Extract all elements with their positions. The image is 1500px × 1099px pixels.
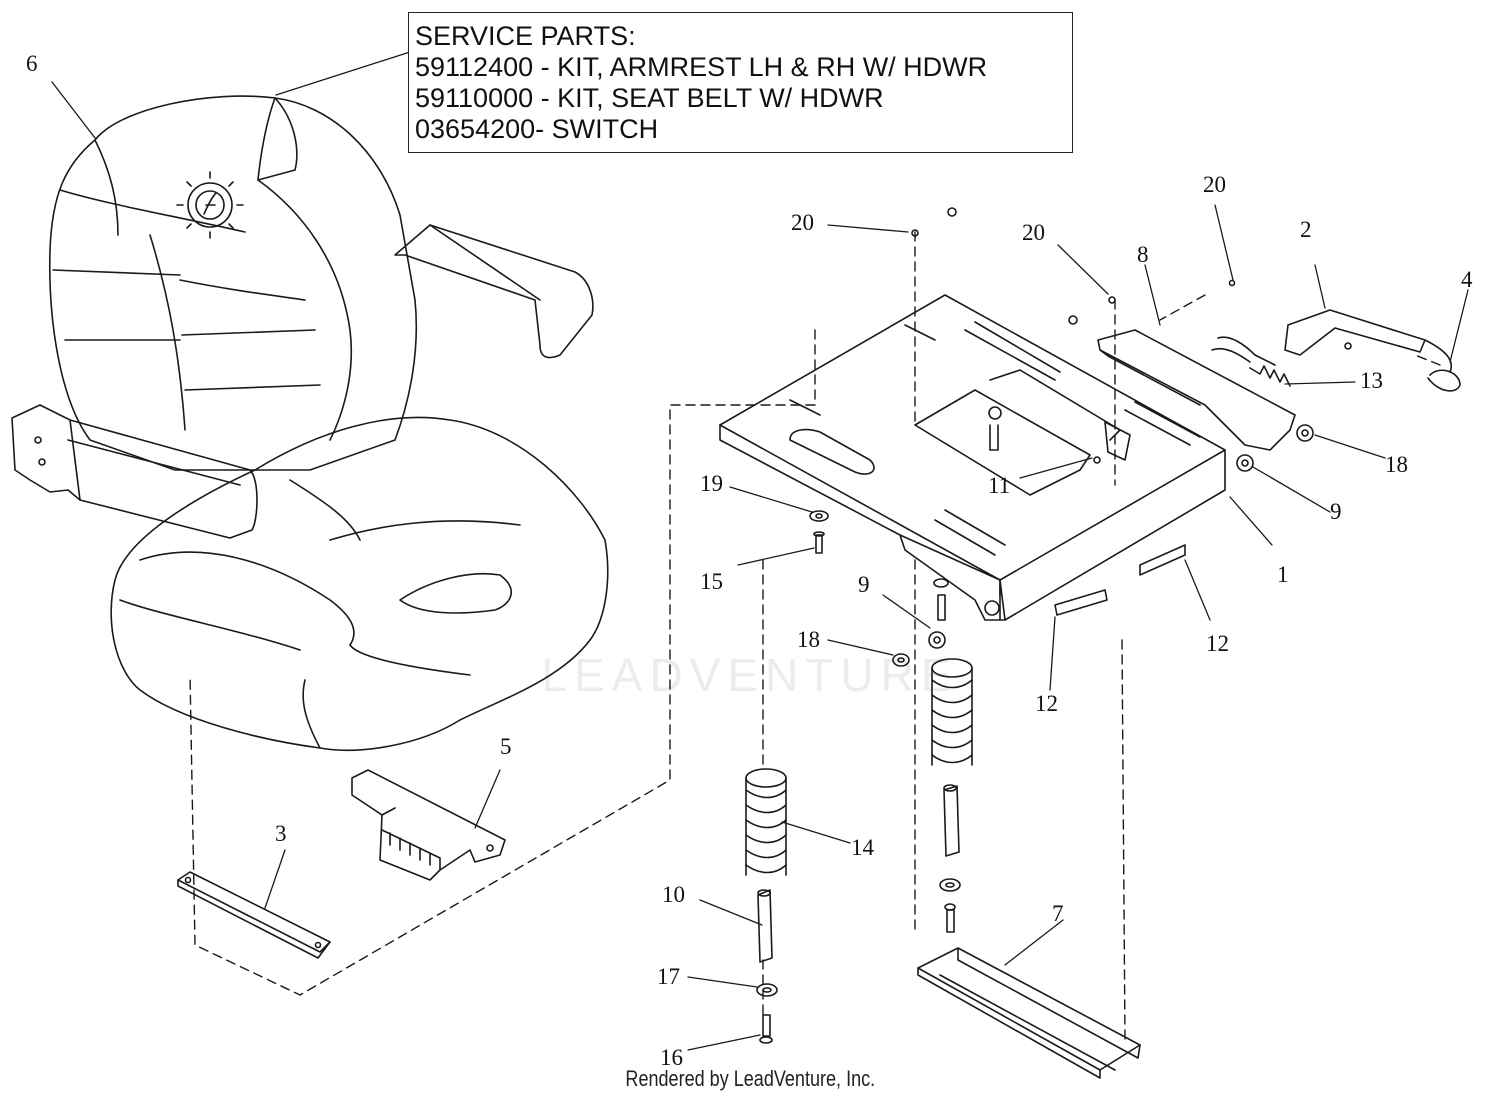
part-washer-17 — [756, 983, 778, 997]
leader-lines — [51, 51, 1469, 1051]
callout-12-left: 12 — [1035, 691, 1058, 716]
part-adjust-lever-2 — [1211, 309, 1452, 373]
callout-10: 10 — [662, 882, 685, 907]
callout-17: 17 — [657, 964, 680, 989]
callout-20-right: 20 — [1203, 172, 1226, 197]
part-bracket-5 — [351, 769, 506, 881]
part-spacer-10 — [757, 889, 773, 963]
callout-20-middle: 20 — [1022, 220, 1045, 245]
part-spring-13 — [1249, 365, 1291, 387]
callout-9-right: 9 — [1330, 499, 1342, 524]
footer-credit: Rendered by LeadVenture, Inc. — [0, 1066, 1500, 1092]
small-fasteners — [911, 207, 1352, 350]
service-part-armrest-kit: 59112400 - KIT, ARMREST LH & RH W/ HDWR — [415, 52, 988, 82]
callout-15: 15 — [700, 569, 723, 594]
part-spring-right — [931, 658, 973, 766]
part-washer-18-right — [1296, 424, 1314, 442]
part-plate-3 — [177, 871, 331, 959]
part-bushing-9-left — [928, 631, 946, 649]
part-bolt-right — [944, 903, 956, 933]
part-washer-right — [939, 878, 961, 892]
part-pin-12-left — [1054, 589, 1108, 616]
callout-13: 13 — [1360, 368, 1383, 393]
part-switch-11 — [1093, 421, 1131, 464]
callout-3: 3 — [275, 821, 287, 846]
part-bolt-15 — [813, 531, 825, 554]
callout-11: 11 — [988, 473, 1011, 498]
callout-1: 1 — [1277, 562, 1289, 587]
part-bolt-16 — [759, 1014, 773, 1044]
callout-19: 19 — [700, 471, 723, 496]
callout-18-left: 18 — [797, 627, 820, 652]
watermark: LEADVENTURE — [541, 649, 959, 701]
callout-16: 16 — [660, 1045, 683, 1070]
part-hook-pin-4 — [1427, 369, 1461, 392]
callout-6: 6 — [26, 51, 38, 76]
seat-assembly — [11, 95, 609, 751]
callout-8: 8 — [1137, 242, 1149, 267]
callout-9-left: 9 — [858, 572, 870, 597]
part-top-bolt — [933, 578, 949, 621]
callout-12-right: 12 — [1206, 631, 1229, 656]
part-spacer-right — [943, 784, 960, 857]
callout-20-left: 20 — [791, 210, 814, 235]
callout-14: 14 — [851, 835, 874, 860]
callout-18-right: 18 — [1385, 452, 1408, 477]
part-bushing-9-right — [1236, 454, 1254, 472]
part-slide-rail-8 — [1097, 329, 1296, 451]
callout-5: 5 — [500, 734, 512, 759]
footer-credit-text: Rendered by LeadVenture, Inc. — [625, 1066, 875, 1091]
part-washer-19 — [809, 510, 829, 522]
part-washer-18-left — [892, 653, 910, 667]
service-parts-box: SERVICE PARTS: 59112400 - KIT, ARMREST L… — [408, 12, 1073, 153]
part-base-rail-7 — [917, 947, 1141, 1079]
callout-7: 7 — [1052, 901, 1064, 926]
callout-2: 2 — [1300, 217, 1312, 242]
service-part-switch: 03654200- SWITCH — [415, 114, 659, 144]
service-parts-heading: SERVICE PARTS: — [415, 21, 636, 51]
part-pin-12-right — [1139, 544, 1186, 576]
part-spring-14 — [745, 768, 787, 876]
service-part-seat-belt-kit: 59110000 - KIT, SEAT BELT W/ HDWR — [415, 83, 884, 113]
callout-4: 4 — [1461, 267, 1473, 292]
brand-logo-icon — [176, 171, 244, 239]
part-seat-pan-1 — [719, 294, 1226, 621]
